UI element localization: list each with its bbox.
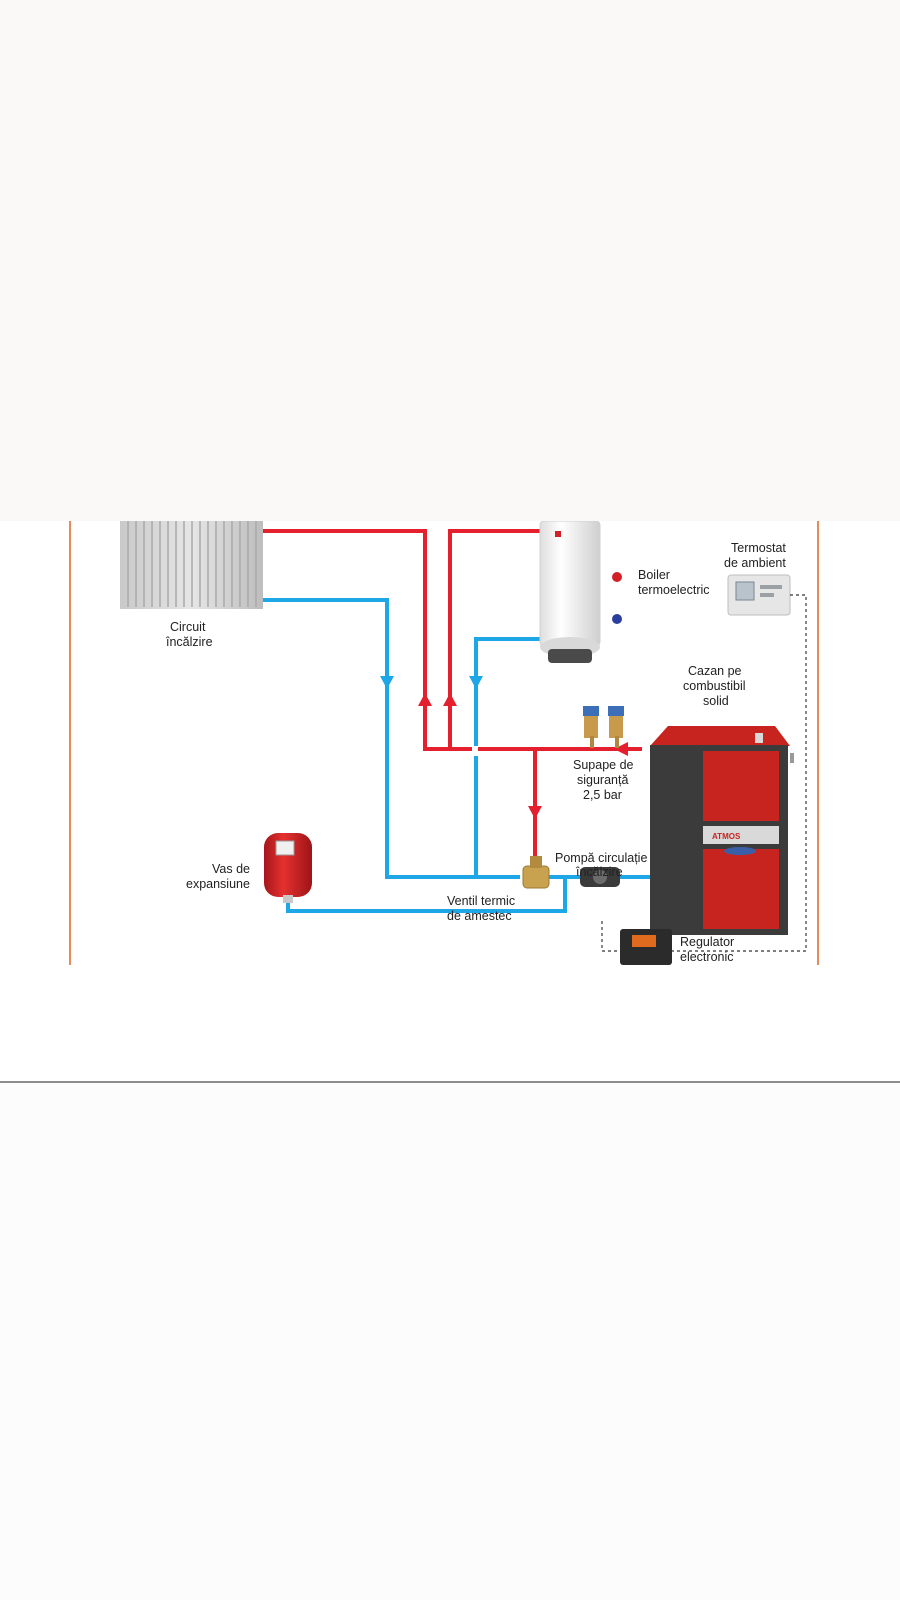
cold-pipe-radiator-return xyxy=(262,598,520,879)
label-safety-valves-line3: 2,5 bar xyxy=(583,788,622,802)
circulation-pump-image xyxy=(580,867,620,887)
label-pump: Pompă circulație încălzire xyxy=(555,851,647,879)
bottom-blank-area xyxy=(0,1083,900,1600)
label-mixing-valve-line1: Ventil termic xyxy=(447,894,515,908)
electric-boiler-image xyxy=(539,521,622,663)
horizontal-divider xyxy=(0,1081,900,1083)
room-thermostat-image xyxy=(727,574,791,616)
label-mixing-valve: Ventil termic de amestec xyxy=(447,894,515,923)
mixing-valve-image xyxy=(522,856,550,889)
label-solid-fuel-boiler: Cazan pe combustibil solid xyxy=(683,664,746,708)
label-safety-valves-line2: siguranță xyxy=(577,773,628,787)
safety-valves-image xyxy=(583,706,624,748)
label-boiler-line2: termoelectric xyxy=(638,583,710,597)
label-heating-circuit-line1: Circuit xyxy=(170,620,206,634)
label-thermostat-line1: Termostat xyxy=(731,541,786,555)
label-expansion-vessel-line1: Vas de xyxy=(212,862,250,876)
label-solid-fuel-boiler-line2: combustibil xyxy=(683,679,746,693)
label-regulator-line1: Regulator xyxy=(680,935,734,949)
electronic-regulator-image xyxy=(620,929,672,965)
cold-arrow-down-2 xyxy=(469,676,483,689)
hot-pipe-radiator-supply xyxy=(262,529,472,751)
label-heating-circuit: Circuit încălzire xyxy=(165,620,213,649)
solid-fuel-boiler-image: ATMOS xyxy=(650,726,794,935)
label-pump-line2: încălzire xyxy=(575,865,623,879)
label-mixing-valve-line2: de amestec xyxy=(447,909,512,923)
label-regulator: Regulator electronic xyxy=(680,935,734,964)
regulator-wire xyxy=(601,921,620,952)
label-expansion-vessel-line2: expansiune xyxy=(186,877,250,891)
label-expansion-vessel: Vas de expansiune xyxy=(186,862,250,891)
label-solid-fuel-boiler-line3: solid xyxy=(703,694,729,708)
expansion-vessel-image xyxy=(264,833,312,903)
hot-arrow-left xyxy=(614,742,628,756)
boiler-brand: ATMOS xyxy=(712,832,741,841)
label-heating-circuit-line2: încălzire xyxy=(165,635,213,649)
hot-arrow-down xyxy=(528,806,542,819)
cold-pipe-boiler-return-upper xyxy=(474,637,540,746)
thermostat-wire xyxy=(668,594,807,952)
hot-pipe-boiler-supply xyxy=(448,529,540,749)
label-boiler: Boiler termoelectric xyxy=(638,568,710,597)
heating-schema-diagram: ATMOS Circuit încălzire Boiler termoelec… xyxy=(69,521,819,965)
label-safety-valves-line1: Supape de xyxy=(573,758,634,772)
top-blank-area xyxy=(0,0,900,521)
label-regulator-line2: electronic xyxy=(680,950,734,964)
cold-arrow-down-1 xyxy=(380,676,394,689)
label-thermostat-line2: de ambient xyxy=(724,556,786,570)
hot-arrow-up-2 xyxy=(443,693,457,706)
label-thermostat: Termostat de ambient xyxy=(724,541,786,570)
label-boiler-line1: Boiler xyxy=(638,568,670,582)
radiator-image xyxy=(120,521,263,609)
label-solid-fuel-boiler-line1: Cazan pe xyxy=(688,664,742,678)
hot-arrow-up-1 xyxy=(418,693,432,706)
label-safety-valves: Supape de siguranță 2,5 bar xyxy=(573,758,634,802)
label-pump-line1: Pompă circulație xyxy=(555,851,647,865)
